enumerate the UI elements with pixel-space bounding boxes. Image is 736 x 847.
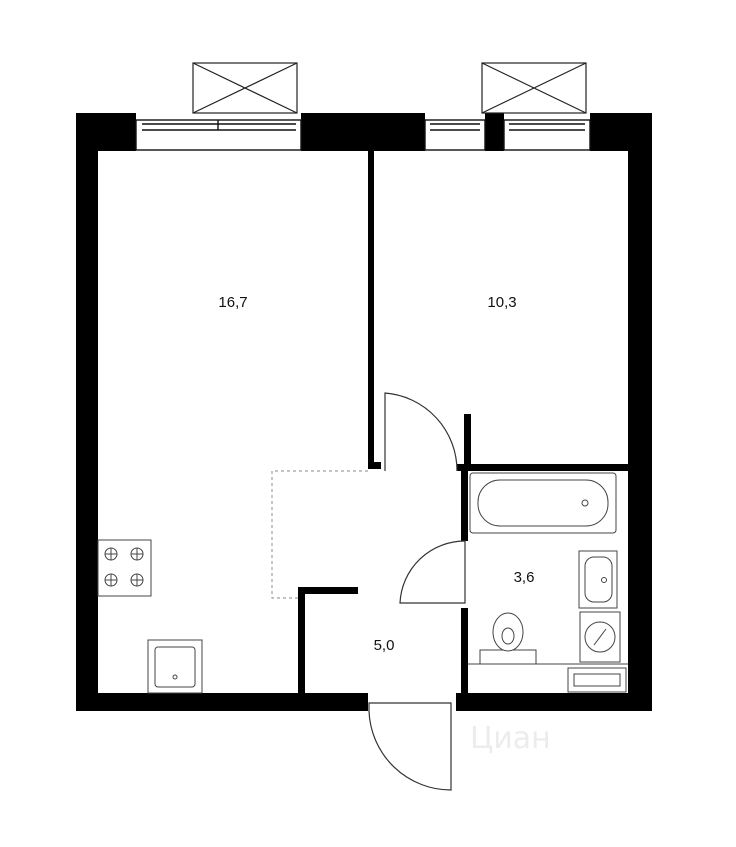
wall-top-middle xyxy=(301,113,425,151)
wall-top-pier xyxy=(485,113,504,151)
kitchen-zone-boundary xyxy=(271,470,368,599)
wall-jamb-living xyxy=(368,462,381,469)
wall-bottom-left xyxy=(76,693,368,711)
window-icon xyxy=(503,119,591,151)
wall-top-right xyxy=(590,113,652,151)
cabinet-icon xyxy=(468,663,628,693)
exterior-walls xyxy=(76,113,652,711)
wall-bath-left-upper xyxy=(461,471,468,541)
wall-right xyxy=(628,113,652,711)
wall-bedroom-bath xyxy=(456,464,628,471)
wall-hall-top xyxy=(298,587,358,594)
window-icon xyxy=(135,119,302,151)
washing-machine-icon xyxy=(579,611,621,663)
room-area-hallway: 5,0 xyxy=(374,637,395,654)
wall-bottom-right xyxy=(456,693,652,711)
window-vents xyxy=(192,62,587,114)
window-vent-icon xyxy=(481,62,587,114)
window-icon xyxy=(424,119,486,151)
wall-left xyxy=(76,113,98,711)
sink-icon xyxy=(578,550,618,609)
wall-bath-left-lower xyxy=(461,608,468,693)
wall-hall-left xyxy=(298,587,305,697)
doors xyxy=(368,392,466,791)
windows xyxy=(135,119,591,151)
door-swing-icon xyxy=(368,702,452,791)
wall-between-rooms xyxy=(368,151,374,466)
room-area-living-kitchen: 16,7 xyxy=(218,294,247,311)
room-area-bedroom: 10,3 xyxy=(487,294,516,311)
toilet-icon xyxy=(479,612,537,665)
room-area-bathroom: 3,6 xyxy=(514,569,535,586)
watermark-text: Циан xyxy=(470,721,551,756)
door-swing-icon xyxy=(399,540,466,604)
bathtub-icon xyxy=(469,472,617,534)
interior-walls xyxy=(298,151,628,697)
wall-top-left xyxy=(76,113,136,151)
stove-icon xyxy=(97,539,152,597)
door-swing-icon xyxy=(384,392,458,472)
window-vent-icon xyxy=(192,62,298,114)
wall-bedroom-stub xyxy=(464,414,471,466)
sink-icon xyxy=(147,639,203,694)
